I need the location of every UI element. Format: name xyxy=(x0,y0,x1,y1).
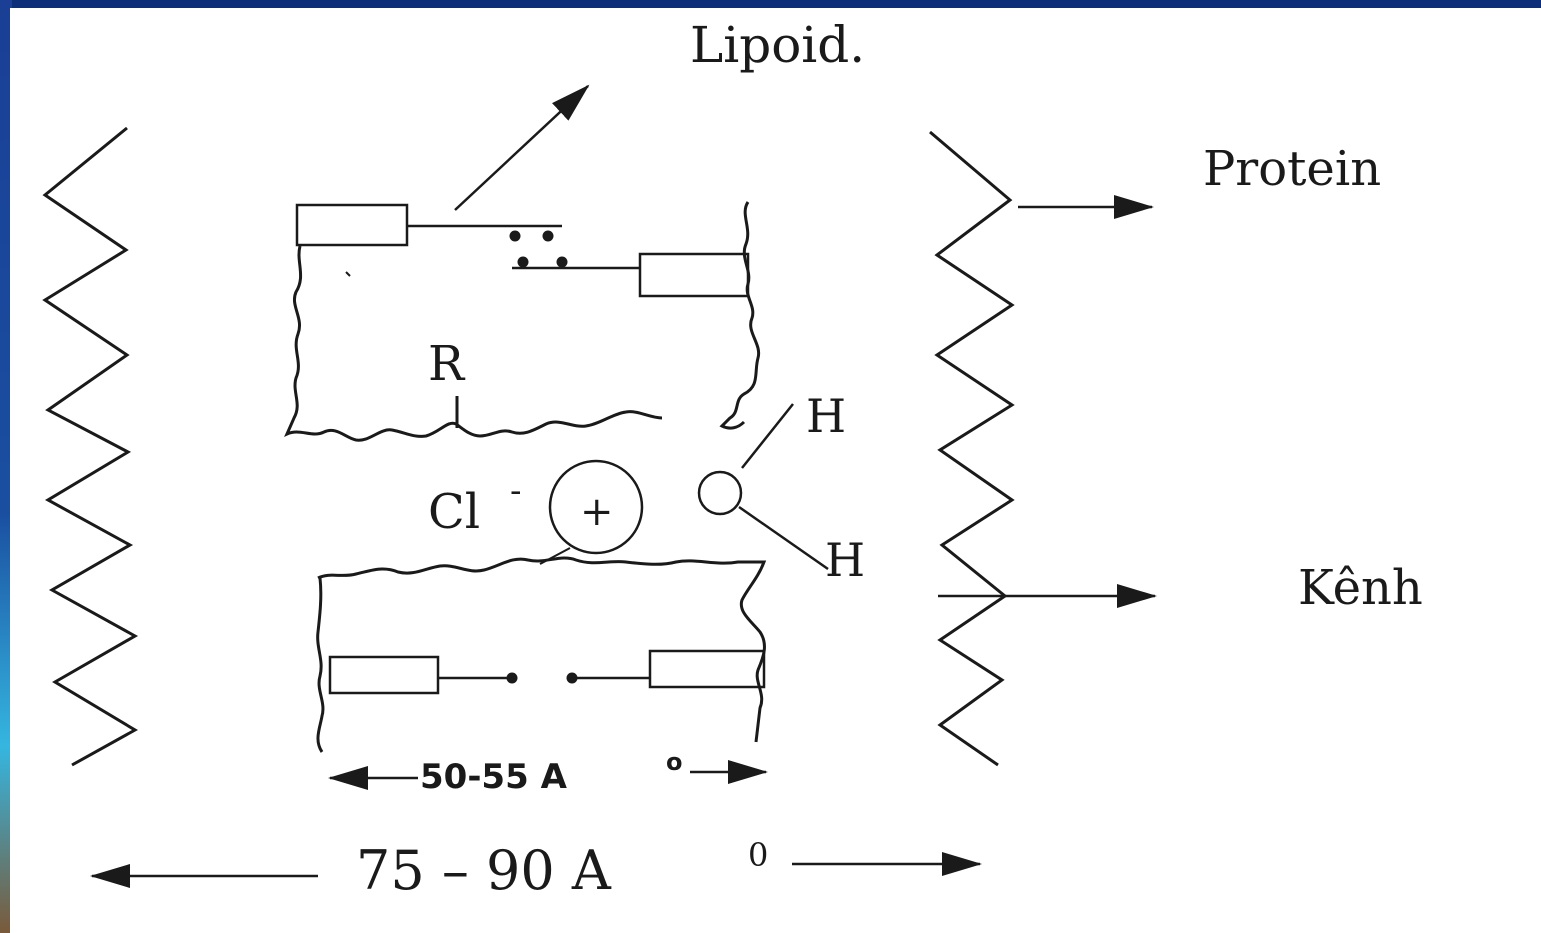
upper-lipid-block xyxy=(284,201,761,442)
lipid-head-box xyxy=(328,655,440,695)
outer-width-label: 75 – 90 A xyxy=(356,839,612,902)
positive-charge-label: + xyxy=(580,489,614,535)
inner-width-label: 50-55 A xyxy=(420,757,568,797)
upper-block-outline xyxy=(284,245,663,442)
bond-dot xyxy=(506,672,518,684)
channel-label: Kênh xyxy=(1298,560,1423,616)
paper-area xyxy=(10,8,1541,933)
bond-dot xyxy=(542,230,554,242)
bond-dot xyxy=(509,230,521,242)
r-group-label: R xyxy=(428,336,466,392)
lower-block-outline xyxy=(317,556,767,743)
oh-bond-top xyxy=(741,403,794,469)
chloride-charge-label: - xyxy=(510,471,522,511)
lower-lipid-block xyxy=(316,556,767,753)
speck xyxy=(345,271,351,277)
water-oxygen-circle xyxy=(697,470,743,516)
lipoid-arrow xyxy=(454,84,590,211)
water-hydrogen-bottom-label: H xyxy=(825,533,865,587)
lipid-head-box xyxy=(648,649,766,689)
bond-dot xyxy=(517,256,529,268)
upper-block-right-edge xyxy=(719,201,761,430)
positive-site-tether xyxy=(539,547,571,565)
bond-dot xyxy=(556,256,568,268)
positive-site-circle xyxy=(548,459,644,555)
outer-width-unit-sup: 0 xyxy=(748,836,768,874)
lipoid-label: Lipoid. xyxy=(690,16,865,74)
right-protein-zigzag xyxy=(929,130,1015,767)
lower-block-left-edge xyxy=(316,577,325,753)
chloride-label: Cl xyxy=(428,484,480,540)
inner-width-unit-sup: o xyxy=(666,748,683,776)
oh-bond-bottom xyxy=(738,505,829,571)
left-protein-zigzag xyxy=(42,126,139,767)
protein-label: Protein xyxy=(1203,141,1381,197)
water-hydrogen-top-label: H xyxy=(806,389,846,443)
slide-left-edge xyxy=(0,0,12,933)
